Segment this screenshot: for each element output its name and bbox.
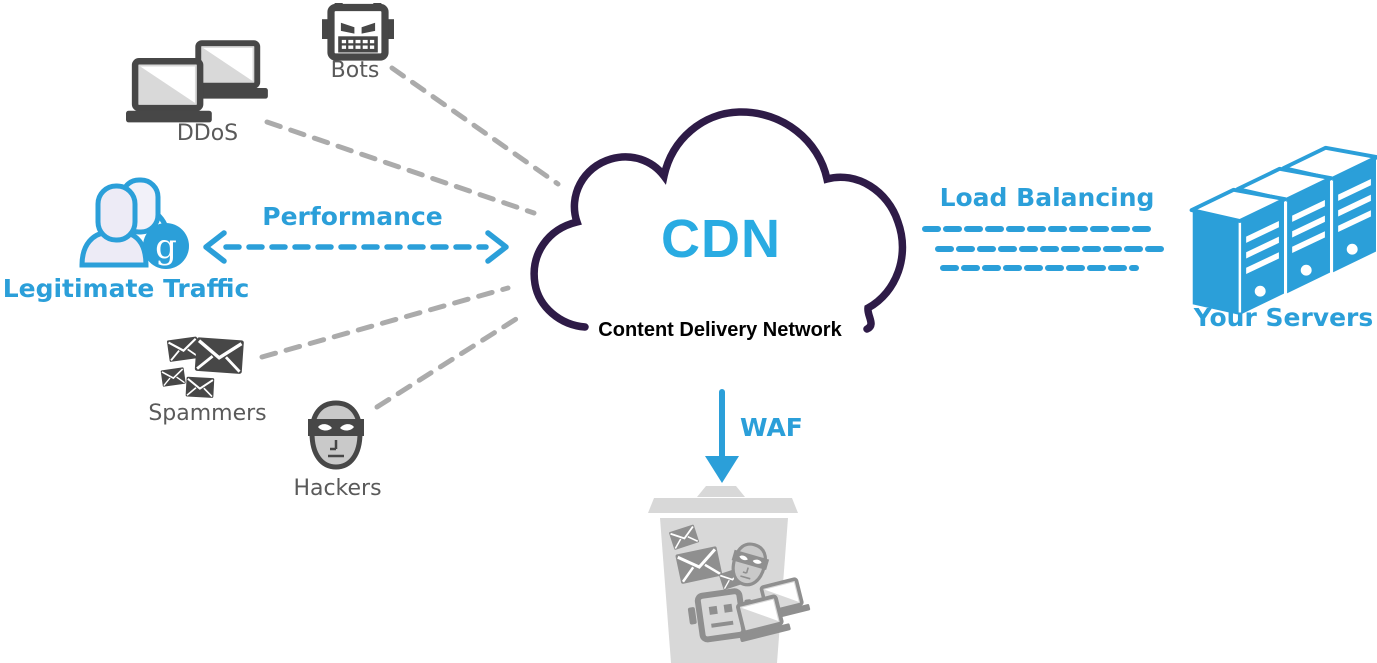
ddos-label: DDoS (176, 121, 239, 146)
envelopes-icon (159, 335, 246, 399)
your-servers-label: Your Servers (1193, 303, 1374, 332)
spammers-label: Spammers (148, 401, 267, 426)
bots-to-cdn-line (389, 65, 561, 187)
cdn-title: CDN (661, 209, 781, 269)
trash-can-icon (648, 486, 813, 663)
load-balancing-lines (922, 226, 1171, 271)
legitimate-traffic-label: Legitimate Traffic (2, 274, 250, 303)
cloud-icon (530, 108, 907, 333)
performance-arrow (203, 230, 509, 264)
users-icon: g (79, 177, 189, 269)
server-stack-icon (1189, 145, 1377, 318)
g-badge-glyph: g (155, 227, 177, 267)
performance-label: Performance (262, 202, 443, 231)
waf-arrow (705, 389, 739, 483)
spammers-to-cdn-line (259, 285, 511, 360)
laptops-icon (126, 43, 268, 122)
bots-label: Bots (330, 58, 380, 83)
hackers-label: Hackers (293, 476, 382, 501)
ddos-to-cdn-line (264, 119, 537, 216)
waf-label: WAF (740, 413, 803, 442)
cdn-subtitle: Content Delivery Network (598, 319, 842, 341)
masked-face-icon (308, 403, 364, 467)
robot-icon (322, 3, 394, 61)
hackers-to-cdn-line (374, 311, 527, 410)
load-balancing-label: Load Balancing (939, 183, 1155, 212)
